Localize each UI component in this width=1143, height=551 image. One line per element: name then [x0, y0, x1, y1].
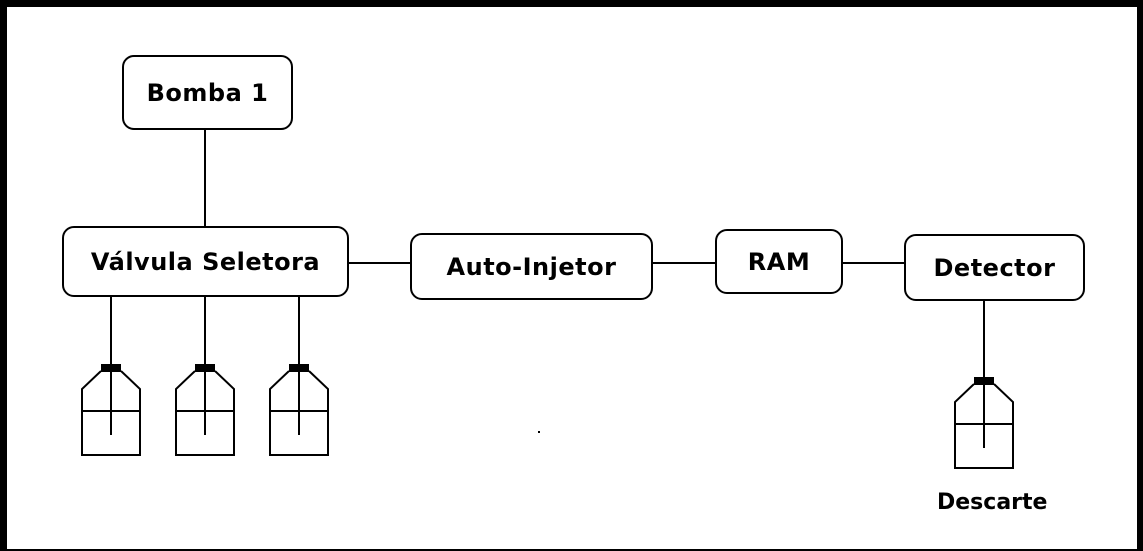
stray-dot: [538, 431, 540, 433]
solvent-bottle-icon: [175, 364, 235, 456]
bomba-node: Bomba 1: [122, 55, 293, 130]
waste-line: [983, 300, 985, 384]
solvent-bottle-icon: [81, 364, 141, 456]
solvent-bottle-icon: [269, 364, 329, 456]
auto-injetor-node: Auto-Injetor: [410, 233, 653, 300]
ram-node: RAM: [715, 229, 843, 294]
feed-line-2: [204, 290, 206, 371]
connector-bomba-valvula: [204, 128, 206, 228]
feed-line-3: [298, 290, 300, 371]
connector-ram-detector: [841, 262, 906, 264]
descarte-label: Descarte: [937, 490, 1048, 515]
detector-node: Detector: [904, 234, 1085, 301]
feed-line-1: [110, 290, 112, 371]
waste-bottle-icon: [954, 377, 1014, 469]
valvula-seletora-node: Válvula Seletora: [62, 226, 349, 297]
connector-valvula-autoinjetor: [347, 262, 412, 264]
connector-autoinjetor-ram: [651, 262, 717, 264]
